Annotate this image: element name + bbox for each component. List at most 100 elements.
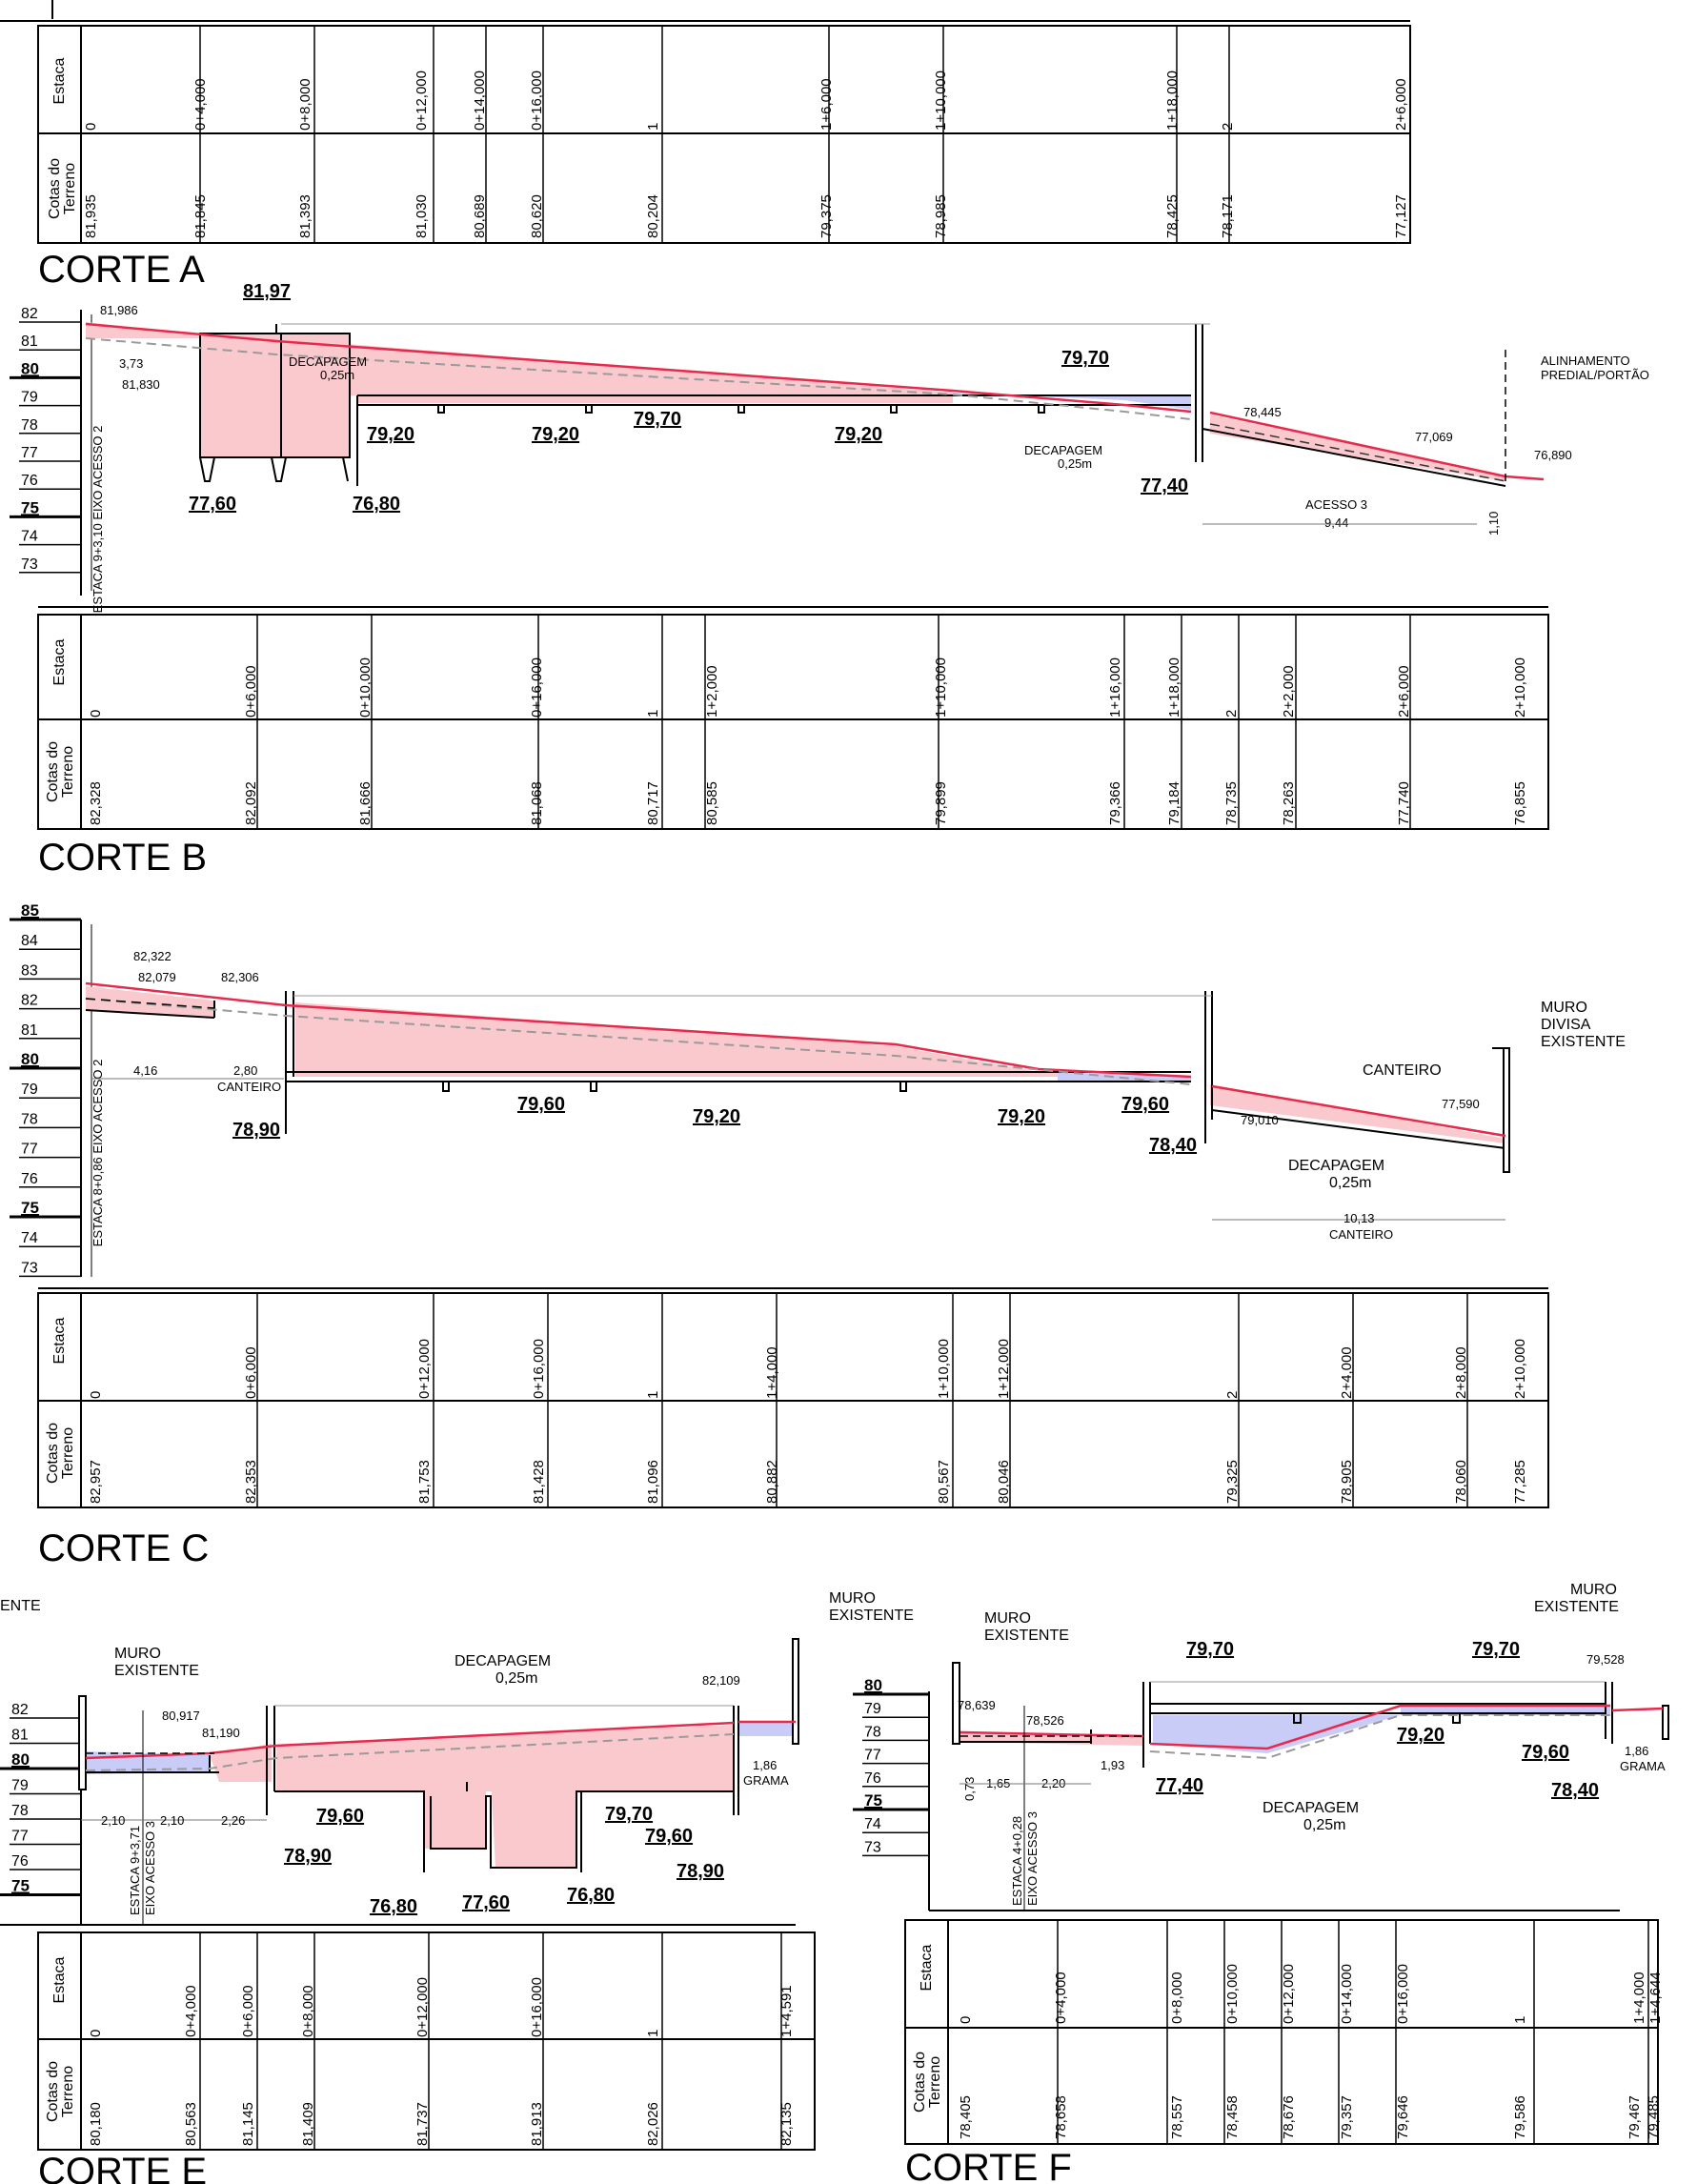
elev-7740: 77,40	[1141, 475, 1188, 496]
estaca-cell-tableB-estacas-5: 1+2,000	[704, 665, 720, 718]
scale-label-80: 80	[21, 1050, 39, 1068]
dim-1013: 10,13	[1343, 1211, 1375, 1225]
decapagem-label-e: DECAPAGEM	[455, 1653, 551, 1669]
decapagem-label-f: DECAPAGEM	[1263, 1800, 1359, 1816]
cotas-header-f2: Terreno	[927, 2056, 943, 2108]
elev-7960-f: 79,60	[1522, 1742, 1569, 1763]
estaca-cell-tableB-estacas-12: 2+10,000	[1512, 657, 1528, 718]
estaca-cell-tableB-estacas-4: 1	[645, 710, 661, 718]
decapagem-depth-b: 0,25m	[1329, 1175, 1371, 1191]
cotas-header-f1: Cotas do	[912, 2052, 928, 2113]
cota-cell-corteF-cotas-9: 79,485	[1646, 2095, 1662, 2139]
elev-7920-a: 79,20	[367, 424, 414, 445]
decapagem-depth-f: 0,25m	[1303, 1817, 1345, 1833]
estaca-cell-tableA-estacas-5: 0+16,000	[529, 71, 545, 131]
cota-cell-tableA-cotas-9: 78,425	[1164, 194, 1181, 238]
cota-cell-corteE-cotas-1: 80,563	[183, 2102, 199, 2146]
cotas-header-e1: Cotas do	[45, 2061, 61, 2122]
decapagem-depth-2: 0,25m	[1058, 456, 1092, 471]
divisa-label: DIVISA	[1541, 1017, 1591, 1033]
estaca-cell-corteF-estacas-2: 0+8,000	[1169, 1972, 1185, 2024]
cota-cell-corteF-cotas-4: 78,676	[1281, 2095, 1297, 2139]
cotas-header-c2: Terreno	[60, 1427, 76, 1479]
estaca-cell-corteF-estacas-8: 1+4,000	[1631, 1972, 1647, 2024]
elev-7680: 76,80	[353, 494, 400, 515]
corte-c-title: CORTE C	[38, 1527, 209, 1569]
label-78445: 78,445	[1243, 405, 1282, 419]
cota-cell-corteE-cotas-4: 81,737	[414, 2102, 431, 2146]
dim-210-b: 2,10	[160, 1813, 184, 1828]
cota-cell-tableC-cotas-8: 79,325	[1224, 1460, 1241, 1504]
cota-cell-tableA-cotas-7: 79,375	[818, 194, 835, 238]
acesso-3-label: ACESSO 3	[1305, 497, 1367, 512]
scale-label-74: 74	[864, 1816, 881, 1832]
elev-8197: 81,97	[243, 281, 291, 302]
label-80917: 80,917	[162, 1709, 200, 1723]
estaca-header-e: Estaca	[51, 1956, 68, 2003]
estaca-cell-tableA-estacas-11: 2+6,000	[1393, 78, 1409, 131]
scale-label-78: 78	[21, 1111, 38, 1127]
elev-7760: 77,60	[189, 494, 236, 515]
cota-cell-tableB-cotas-12: 76,855	[1512, 781, 1528, 825]
decapagem-label: DECAPAGEM	[289, 354, 367, 369]
estaca-cell-corteE-estacas-2: 0+6,000	[240, 1985, 256, 2037]
elev-7960-e-b: 79,60	[645, 1826, 693, 1847]
elev-7970-a: 79,70	[634, 409, 681, 430]
scale-label-77: 77	[864, 1748, 881, 1764]
estaca-cell-tableB-estacas-9: 2	[1223, 710, 1240, 718]
elev-7970-f-b: 79,70	[1472, 1639, 1520, 1660]
elev-7960-e-a: 79,60	[316, 1806, 364, 1827]
estaca-cell-corteE-estacas-4: 0+12,000	[414, 1977, 431, 2037]
decapagem-depth-e: 0,25m	[495, 1670, 537, 1687]
cotas-header-c1: Cotas do	[45, 1423, 61, 1484]
label-78526: 78,526	[1026, 1713, 1064, 1728]
cota-cell-tableA-cotas-10: 78,171	[1220, 194, 1236, 238]
grama-label-f: GRAMA	[1620, 1759, 1666, 1773]
cota-cell-tableA-cotas-2: 81,393	[297, 194, 313, 238]
label-82109: 82,109	[702, 1673, 740, 1688]
estaca-cell-corteF-estacas-1: 0+4,000	[1053, 1972, 1069, 2024]
existente-label: EXISTENTE	[1541, 1034, 1626, 1050]
estaca-cell-corteF-estacas-4: 0+12,000	[1281, 1964, 1297, 2024]
cota-cell-tableC-cotas-1: 82,353	[243, 1460, 259, 1504]
cota-cell-tableA-cotas-8: 78,985	[933, 194, 949, 238]
estaca-cell-corteF-estacas-9: 1+4,644	[1647, 1972, 1664, 2024]
elev-7970-f-a: 79,70	[1186, 1639, 1234, 1660]
scale-label-81: 81	[21, 334, 38, 350]
dim-186-e: 1,86	[753, 1758, 777, 1772]
cota-cell-tableC-cotas-6: 80,567	[936, 1460, 952, 1504]
scale-label-78: 78	[864, 1724, 881, 1740]
cota-cell-tableC-cotas-10: 78,060	[1453, 1460, 1469, 1504]
scale-label-79: 79	[864, 1701, 881, 1717]
estaca-cell-tableC-estacas-3: 0+16,000	[531, 1339, 547, 1399]
corte-b-title: CORTE B	[38, 837, 207, 879]
existente-label-e-right: EXISTENTE	[829, 1608, 914, 1624]
cota-cell-corteE-cotas-5: 81,913	[529, 2102, 545, 2146]
dim-110: 1,10	[1486, 512, 1501, 536]
estaca-cell-tableA-estacas-0: 0	[83, 123, 99, 131]
dim-373: 3,73	[119, 356, 143, 371]
estaca-cell-tableC-estacas-9: 2+4,000	[1339, 1346, 1355, 1399]
estaca-cell-corteF-estacas-0: 0	[958, 2016, 974, 2024]
label-79010: 79,010	[1241, 1113, 1279, 1127]
elev-7920-f: 79,20	[1397, 1725, 1444, 1746]
cota-cell-tableB-cotas-10: 78,263	[1281, 781, 1297, 825]
scale-label-77: 77	[11, 1829, 29, 1845]
label-76890: 76,890	[1534, 448, 1572, 462]
estaca-cell-tableB-estacas-6: 1+10,000	[933, 657, 949, 718]
cota-cell-corteF-cotas-5: 79,357	[1339, 2095, 1355, 2139]
cota-cell-tableC-cotas-4: 81,096	[645, 1460, 661, 1504]
cota-cell-tableB-cotas-9: 78,735	[1223, 781, 1240, 825]
estaca-cell-corteE-estacas-0: 0	[88, 2030, 104, 2037]
scale-label-82: 82	[21, 993, 38, 1009]
dim-186-f: 1,86	[1625, 1744, 1648, 1758]
estaca-cell-corteE-estacas-5: 0+16,000	[529, 1977, 545, 2037]
estaca-cell-tableC-estacas-1: 0+6,000	[243, 1346, 259, 1399]
cota-cell-tableA-cotas-0: 81,935	[83, 194, 99, 238]
elev-7970-e: 79,70	[605, 1804, 653, 1825]
